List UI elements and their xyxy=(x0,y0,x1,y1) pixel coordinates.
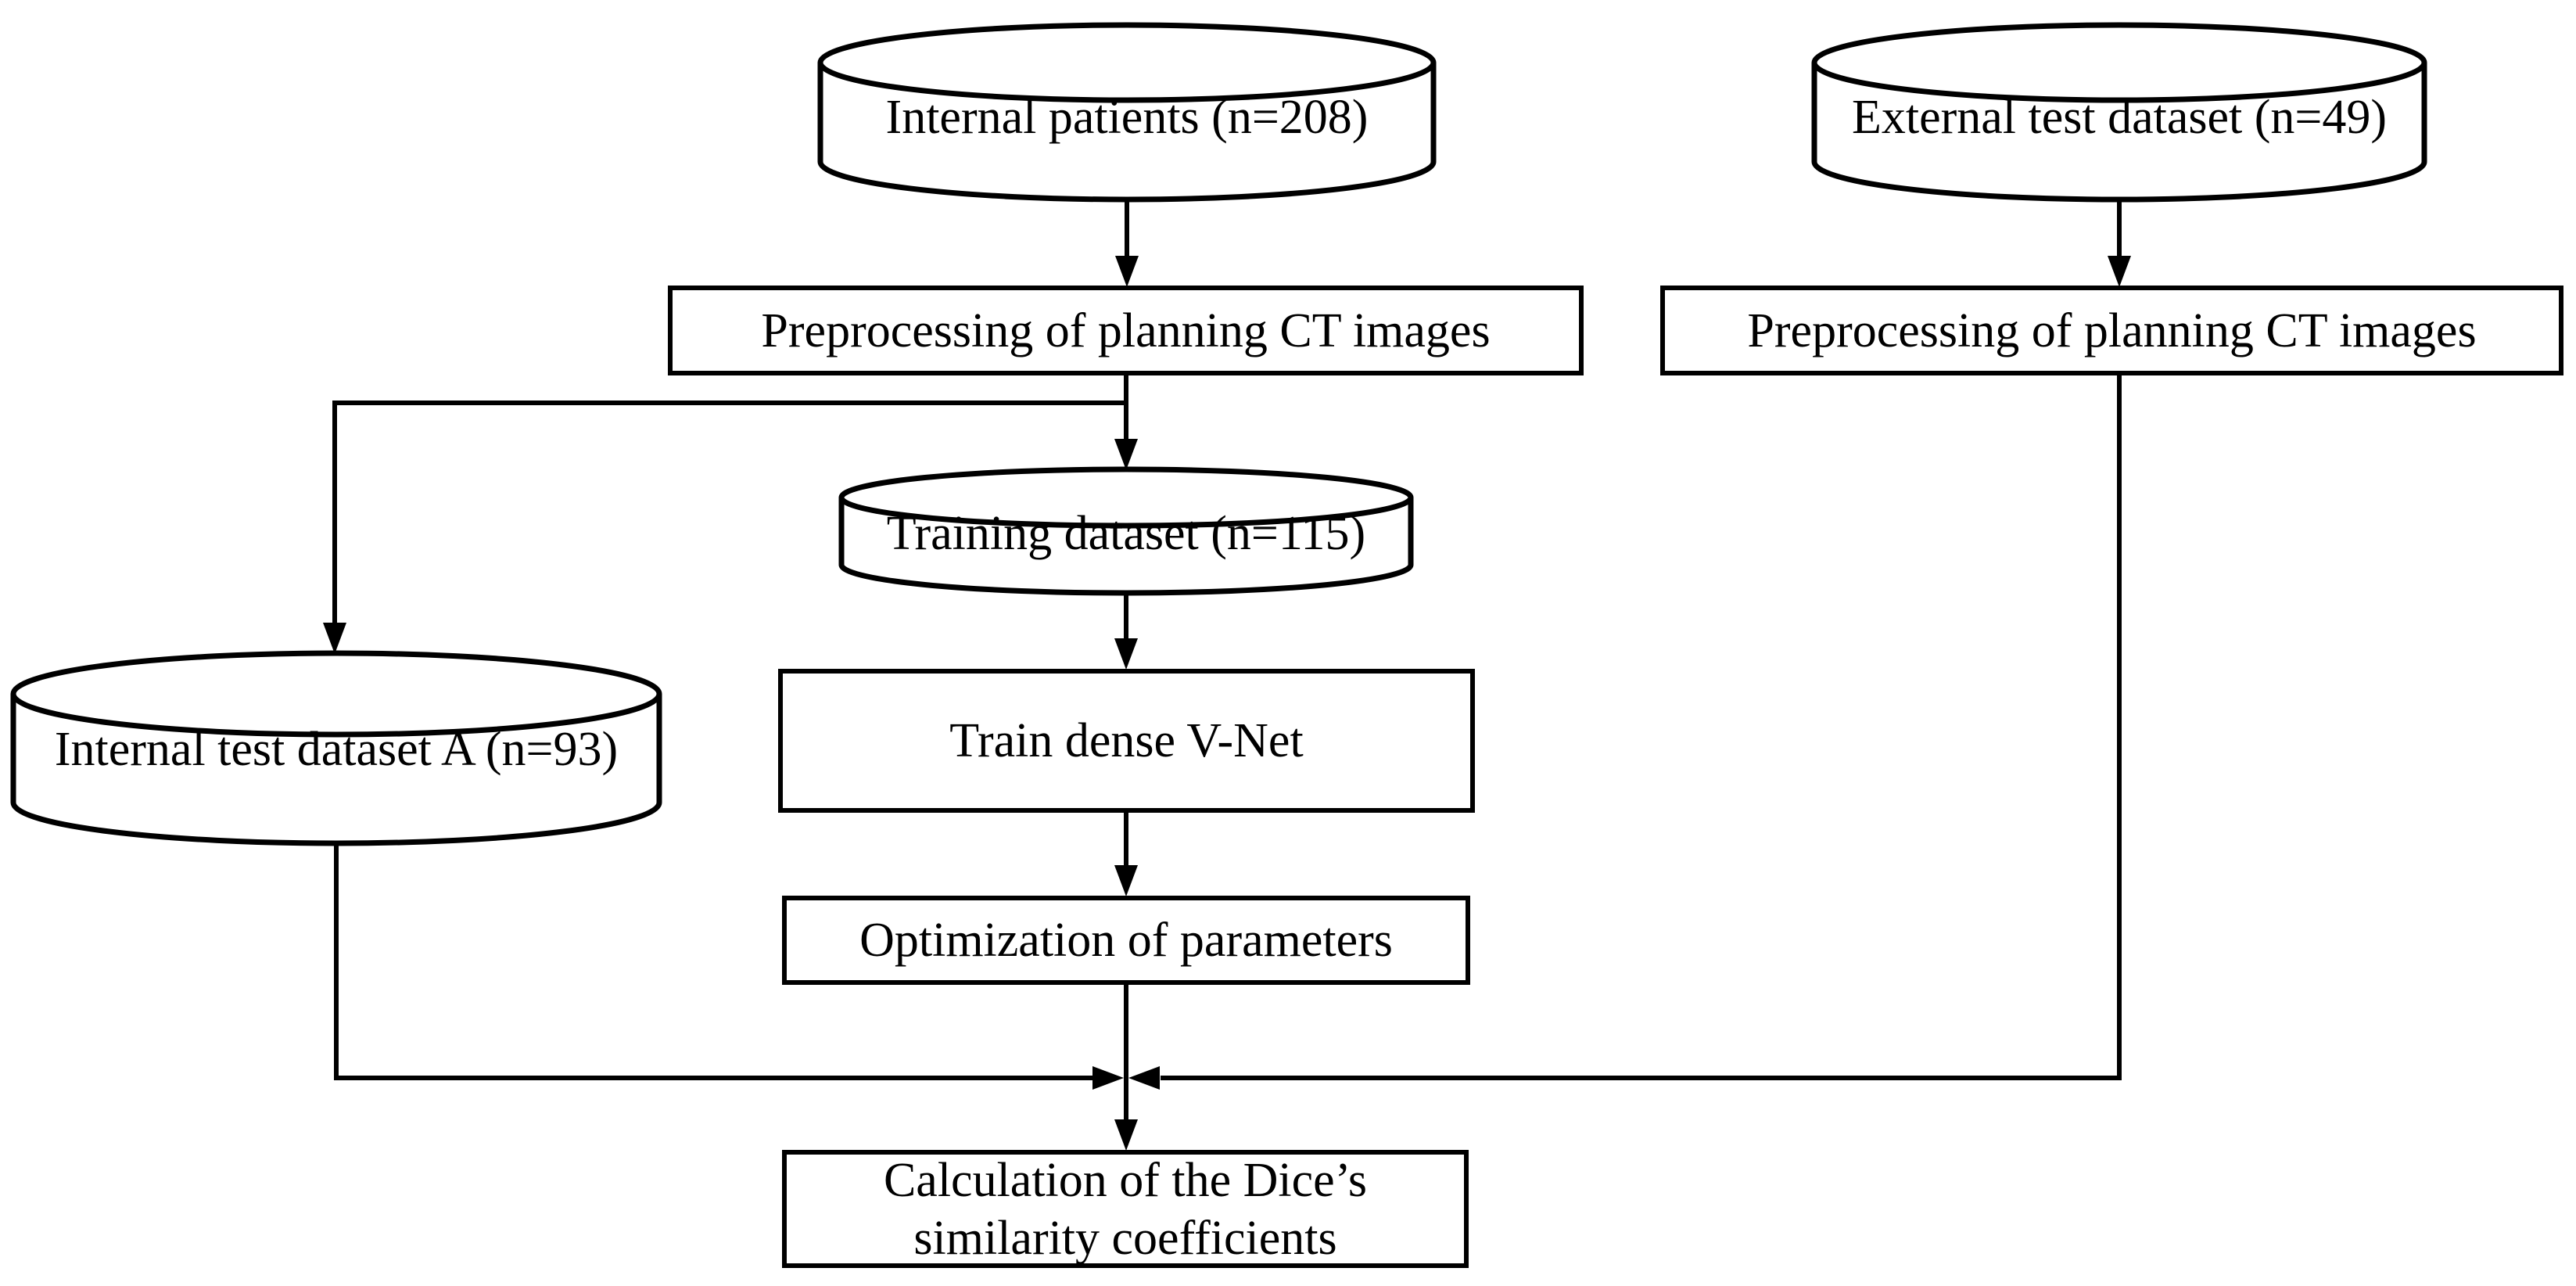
connector-internal-test-dataset-a-to-junction xyxy=(334,843,1093,1080)
arrowhead-down-preprocessing-left xyxy=(1115,256,1139,287)
node-training-dataset: Training dataset (n=115) xyxy=(841,505,1411,562)
cylinder-top-internal-patients xyxy=(817,22,1437,103)
node-optimization-of-parameters-label: Optimization of parameters xyxy=(859,914,1393,967)
node-train-dense-vnet-label: Train dense V-Net xyxy=(949,714,1304,767)
node-calculation-dice-label-line1: Calculation of the Dice’s xyxy=(883,1153,1368,1207)
node-calculation-dice: Calculation of the Dice’s similarity coe… xyxy=(782,1150,1469,1268)
node-internal-patients-label: Internal patients (n=208) xyxy=(885,91,1369,144)
connector-preprocessing-right-to-junction xyxy=(1161,375,2122,1080)
arrowhead-down-train-dense-vnet xyxy=(1114,638,1138,670)
node-calculation-dice-label-line2: similarity coefficients xyxy=(913,1211,1337,1265)
node-internal-test-dataset-a: Internal test dataset A (n=93) xyxy=(13,720,659,779)
node-external-test-dataset-label: External test dataset (n=49) xyxy=(1852,91,2387,144)
cylinder-top-internal-test-dataset-a xyxy=(10,650,662,738)
arrowhead-right-junction xyxy=(1092,1066,1124,1090)
arrowhead-left-junction xyxy=(1128,1066,1160,1090)
arrowhead-down-internal-test-dataset-a xyxy=(323,623,346,654)
connector-preprocessing-left-to-internal-test-dataset-a xyxy=(332,401,1126,625)
node-internal-patients: Internal patients (n=208) xyxy=(820,88,1433,147)
node-preprocessing-right: Preprocessing of planning CT images xyxy=(1660,286,2563,375)
cylinder-top-external-test-dataset xyxy=(1811,22,2427,103)
arrowhead-down-optimization xyxy=(1114,865,1138,896)
node-preprocessing-right-label: Preprocessing of planning CT images xyxy=(1747,304,2477,357)
node-train-dense-vnet: Train dense V-Net xyxy=(778,669,1475,813)
node-external-test-dataset: External test dataset (n=49) xyxy=(1814,88,2424,147)
arrowhead-down-training-dataset xyxy=(1114,439,1138,470)
node-optimization-of-parameters: Optimization of parameters xyxy=(782,896,1470,985)
node-preprocessing-left-label: Preprocessing of planning CT images xyxy=(761,304,1491,357)
arrowhead-down-calculation xyxy=(1114,1119,1138,1151)
node-training-dataset-label: Training dataset (n=115) xyxy=(886,507,1366,560)
node-internal-test-dataset-a-label: Internal test dataset A (n=93) xyxy=(54,723,619,776)
arrowhead-down-preprocessing-right xyxy=(2108,256,2131,287)
node-preprocessing-left: Preprocessing of planning CT images xyxy=(668,286,1584,375)
